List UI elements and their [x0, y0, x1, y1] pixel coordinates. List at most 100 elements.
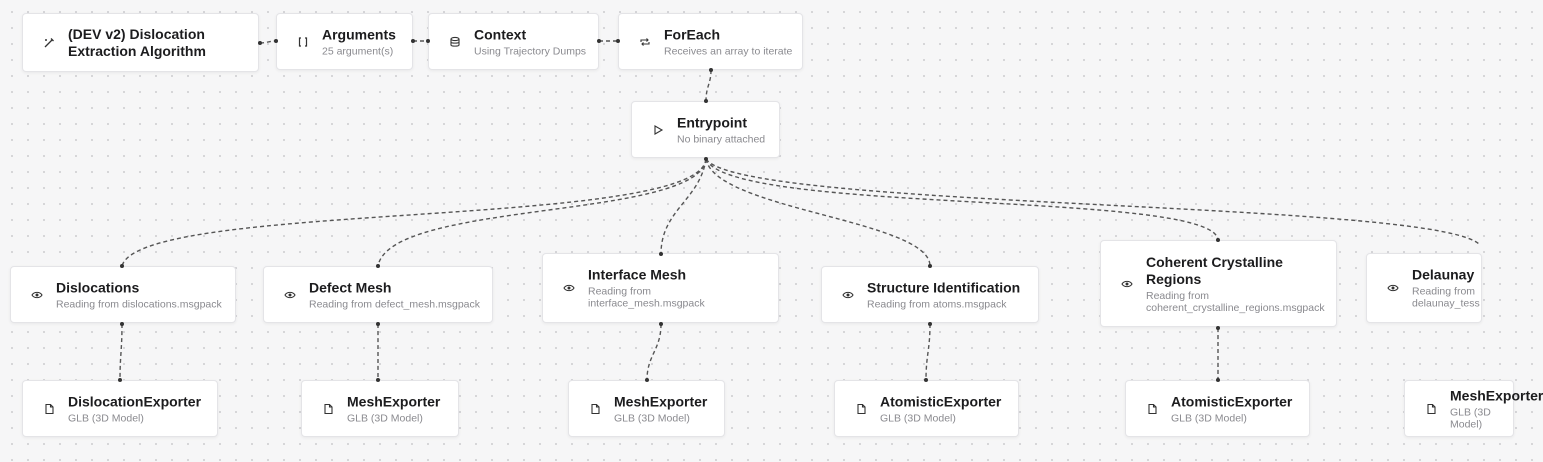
node-subtitle: GLB (3D Model): [880, 412, 956, 424]
eye-icon: [283, 288, 297, 302]
edge-interface-mesh-exporter: [646, 323, 662, 381]
file-icon: [321, 402, 335, 416]
handle[interactable]: [597, 39, 601, 43]
handle[interactable]: [704, 99, 708, 103]
handle[interactable]: [928, 264, 932, 268]
node-subtitle: GLB (3D Model): [347, 412, 423, 424]
handle[interactable]: [258, 41, 262, 45]
node-subtitle: Reading from delaunay_tess: [1412, 285, 1480, 310]
brackets-icon: [296, 35, 310, 49]
handle[interactable]: [924, 378, 928, 382]
node-subtitle: No binary attached: [677, 133, 766, 145]
edge-foreach-entrypoint: [705, 69, 712, 102]
handle[interactable]: [616, 39, 620, 43]
handle[interactable]: [376, 322, 380, 326]
play-icon: [651, 123, 665, 137]
edge-entrypoint-defect-mesh: [377, 158, 707, 267]
handle[interactable]: [376, 264, 380, 268]
node-title: Delaunay: [1412, 266, 1475, 283]
handle[interactable]: [120, 322, 124, 326]
node-title: Structure Identification: [867, 279, 1021, 295]
handle[interactable]: [411, 39, 415, 43]
node-subtitle: GLB (3D Model): [614, 412, 690, 424]
handle[interactable]: [659, 252, 663, 256]
node-subtitle: Reading from interface_mesh.msgpack: [588, 285, 705, 310]
node-title: Coherent Crystalline Regions: [1146, 253, 1283, 287]
eye-icon: [30, 288, 44, 302]
edge-structure-exporter: [925, 323, 931, 381]
node-entrypoint[interactable]: Entrypoint No binary attached: [631, 101, 780, 158]
wand-icon: [42, 36, 56, 50]
eye-icon: [1120, 277, 1134, 291]
node-title: AtomisticExporter: [880, 393, 1002, 409]
node-subtitle: 25 argument(s): [322, 45, 394, 57]
node-subtitle: Reading from atoms.msgpack: [867, 298, 1007, 310]
node-title: AtomisticExporter: [1171, 393, 1293, 409]
node-subtitle: Reading from dislocations.msgpack: [56, 298, 222, 310]
node-subtitle: Reading from coherent_crystalline_region…: [1146, 289, 1325, 314]
edge-entrypoint-structure: [705, 158, 931, 267]
eye-icon: [1386, 281, 1400, 295]
node-subtitle: GLB (3D Model): [1450, 406, 1491, 430]
node-arguments[interactable]: Arguments 25 argument(s): [276, 13, 413, 70]
node-subtitle: Using Trajectory Dumps: [474, 45, 587, 57]
node-title: ForEach: [664, 26, 721, 42]
edge-entrypoint-coherent: [705, 158, 1219, 241]
handle[interactable]: [645, 378, 649, 382]
handle[interactable]: [120, 264, 124, 268]
edge-entrypoint-delaunay: [705, 158, 1481, 246]
handle[interactable]: [426, 39, 430, 43]
node-dislocation-extraction-algorithm[interactable]: (DEV v2) Dislocation Extraction Algorith…: [22, 13, 259, 72]
eye-icon: [841, 288, 855, 302]
node-title: Dislocations: [56, 279, 140, 295]
node-title: Defect Mesh: [309, 279, 392, 295]
handle[interactable]: [1216, 326, 1220, 330]
file-icon: [42, 402, 56, 416]
handle[interactable]: [659, 322, 663, 326]
node-title: MeshExporter: [347, 393, 441, 409]
node-subtitle: Receives an array to iterate: [664, 45, 793, 57]
edge-entrypoint-interface-mesh: [660, 158, 707, 255]
node-title: Entrypoint: [677, 114, 747, 130]
handle[interactable]: [704, 157, 708, 161]
file-icon: [588, 402, 602, 416]
handle[interactable]: [118, 378, 122, 382]
node-subtitle: Reading from defect_mesh.msgpack: [309, 298, 480, 310]
edges-layer: [119, 40, 1481, 381]
node-title: Context: [474, 26, 527, 42]
node-subtitle: GLB (3D Model): [1171, 412, 1247, 424]
handle[interactable]: [376, 378, 380, 382]
node-subtitle: GLB (3D Model): [68, 412, 144, 424]
loop-icon: [638, 35, 652, 49]
node-title: Arguments: [322, 26, 396, 42]
node-title: MeshExporter: [1450, 387, 1543, 403]
handle[interactable]: [1216, 378, 1220, 382]
file-icon: [854, 402, 868, 416]
node-title: DislocationExporter: [68, 393, 202, 409]
database-icon: [448, 35, 462, 49]
handle[interactable]: [274, 39, 278, 43]
handle[interactable]: [709, 68, 713, 72]
node-title: Interface Mesh: [588, 266, 687, 283]
handle[interactable]: [928, 322, 932, 326]
file-icon: [1145, 402, 1159, 416]
node-title: (DEV v2) Dislocation Extraction Algorith…: [68, 25, 206, 59]
handle[interactable]: [1216, 238, 1220, 242]
edge-entrypoint-dislocations: [121, 158, 707, 267]
node-title: MeshExporter: [614, 393, 708, 409]
